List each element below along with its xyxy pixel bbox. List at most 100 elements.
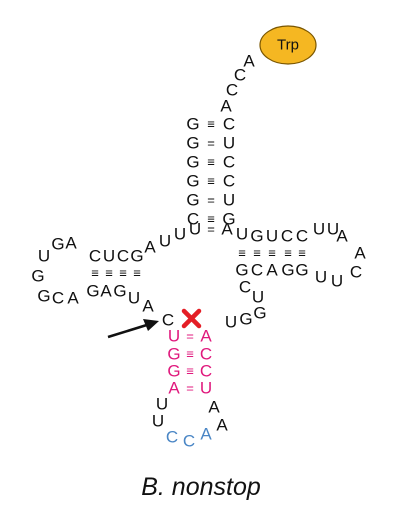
d-arm-bottom-base: C bbox=[52, 289, 64, 308]
anticodon-stem-left-base: G bbox=[167, 345, 180, 364]
t-arm-bottom-base: U bbox=[315, 268, 327, 287]
junction-base: U bbox=[159, 232, 171, 251]
t-arm-top-base: U bbox=[236, 225, 248, 244]
d-arm-top-base: A bbox=[144, 238, 156, 257]
t-arm-bottom-base: A bbox=[266, 261, 278, 280]
junction-base: U bbox=[174, 225, 186, 244]
acceptor-tail-base: C bbox=[234, 66, 246, 85]
anticodon-loop-right-base: A bbox=[216, 416, 228, 435]
d-arm-bottom-base: G bbox=[37, 287, 50, 306]
acceptor-stem-3prime-base: U bbox=[223, 191, 235, 210]
d-arm-bottom-base: U bbox=[128, 289, 140, 308]
d-arm-bottom-base: G bbox=[86, 282, 99, 301]
t-arm-bottom-base: G bbox=[295, 261, 308, 280]
d-arm-bottom-base: A bbox=[142, 297, 154, 316]
junction-pair-left-base: U bbox=[189, 220, 201, 239]
figure-caption: B. nonstop bbox=[141, 473, 261, 501]
t-arm-bottom-base: G bbox=[281, 261, 294, 280]
junction-pair-bond: = bbox=[207, 222, 215, 237]
d-arm-top-base: A bbox=[65, 234, 77, 253]
junction-left-base: C bbox=[162, 311, 174, 330]
d-arm-loop-base: G bbox=[31, 267, 44, 286]
t-arm-top-base: C bbox=[296, 227, 308, 246]
mutation-cross-icon bbox=[181, 308, 202, 329]
acceptor-stem-bond: ≡ bbox=[207, 174, 215, 189]
d-arm-bond: ≡ bbox=[105, 266, 113, 281]
t-arm-loop-base: A bbox=[354, 244, 366, 263]
acceptor-stem-5prime-base: G bbox=[186, 134, 199, 153]
trp-label: Trp bbox=[277, 37, 299, 54]
d-arm-bond: ≡ bbox=[133, 266, 141, 281]
t-arm-top-base: A bbox=[336, 227, 348, 246]
t-arm-bond: ≡ bbox=[284, 246, 292, 261]
t-arm-bottom-base: U bbox=[331, 272, 343, 291]
acceptor-stem-bond: = bbox=[207, 193, 215, 208]
acceptor-stem-5prime-base: G bbox=[186, 153, 199, 172]
d-arm-top-base: G bbox=[130, 247, 143, 266]
t-arm-top-base: U bbox=[313, 220, 325, 239]
acceptor-stem-5prime-base: C bbox=[187, 210, 199, 229]
junction-pair-right-base: A bbox=[221, 220, 233, 239]
d-arm-bottom-base: A bbox=[100, 282, 112, 301]
acceptor-stem-3prime-base: U bbox=[223, 134, 235, 153]
anticodon-loop-left-base: U bbox=[156, 395, 168, 414]
acceptor-stem-bond: ≡ bbox=[207, 117, 215, 132]
t-arm-top-base: U bbox=[266, 227, 278, 246]
variable-loop-base: C bbox=[239, 278, 251, 297]
acceptor-tail-base: A bbox=[243, 52, 255, 71]
arrow-icon bbox=[107, 319, 159, 339]
t-arm-bottom-base: G bbox=[235, 261, 248, 280]
d-arm-top-base: U bbox=[38, 247, 50, 266]
acceptor-stem-5prime-base: G bbox=[186, 191, 199, 210]
anticodon-base: C bbox=[166, 428, 178, 447]
variable-loop-base: G bbox=[253, 304, 266, 323]
anticodon-stem-right-base: U bbox=[200, 379, 212, 398]
anticodon-loop-left-base: U bbox=[152, 412, 164, 431]
acceptor-stem-3prime-base: G bbox=[222, 210, 235, 229]
variable-loop-base: G bbox=[239, 310, 252, 329]
variable-loop-base: U bbox=[225, 313, 237, 332]
acceptor-stem-5prime-base: G bbox=[186, 115, 199, 134]
t-arm-bond: ≡ bbox=[298, 246, 306, 261]
d-arm-top-base: G bbox=[51, 235, 64, 254]
acceptor-tail-base: C bbox=[226, 81, 238, 100]
d-arm-bond: ≡ bbox=[119, 266, 127, 281]
anticodon-stem-bond: = bbox=[186, 381, 194, 396]
acceptor-stem-5prime-base: G bbox=[186, 172, 199, 191]
trp-amino-acid-bubble bbox=[259, 25, 317, 65]
anticodon-stem-left-base: U bbox=[168, 327, 180, 346]
acceptor-stem-3prime-base: C bbox=[223, 172, 235, 191]
anticodon-stem-left-base: A bbox=[168, 379, 180, 398]
t-arm-bond: ≡ bbox=[268, 246, 276, 261]
d-arm-top-base: C bbox=[117, 247, 129, 266]
anticodon-stem-left-base: G bbox=[167, 362, 180, 381]
anticodon-stem-bond: = bbox=[186, 329, 194, 344]
acceptor-stem-bond: ≡ bbox=[207, 212, 215, 227]
d-arm-bond: ≡ bbox=[91, 266, 99, 281]
anticodon-stem-right-base: C bbox=[200, 362, 212, 381]
acceptor-tail-base: A bbox=[220, 97, 232, 116]
d-arm-top-base: C bbox=[89, 247, 101, 266]
t-arm-bond: ≡ bbox=[253, 246, 261, 261]
variable-loop-base: U bbox=[252, 288, 264, 307]
d-arm-top-base: U bbox=[103, 247, 115, 266]
acceptor-stem-bond: = bbox=[207, 136, 215, 151]
anticodon-base: C bbox=[183, 432, 195, 451]
t-arm-top-base: U bbox=[327, 220, 339, 239]
anticodon-loop-right-base: A bbox=[208, 398, 220, 417]
t-arm-top-base: C bbox=[281, 227, 293, 246]
d-arm-bottom-base: A bbox=[67, 289, 79, 308]
acceptor-stem-3prime-base: C bbox=[223, 153, 235, 172]
anticodon-base: A bbox=[200, 425, 212, 444]
t-arm-bottom-base: C bbox=[251, 261, 263, 280]
anticodon-stem-bond: ≡ bbox=[186, 364, 194, 379]
t-arm-bond: ≡ bbox=[238, 246, 246, 261]
anticodon-stem-right-base: A bbox=[200, 327, 212, 346]
acceptor-stem-bond: ≡ bbox=[207, 155, 215, 170]
anticodon-stem-bond: ≡ bbox=[186, 347, 194, 362]
t-arm-loop-base: C bbox=[350, 263, 362, 282]
d-arm-bottom-base: G bbox=[113, 282, 126, 301]
anticodon-stem-right-base: C bbox=[200, 345, 212, 364]
